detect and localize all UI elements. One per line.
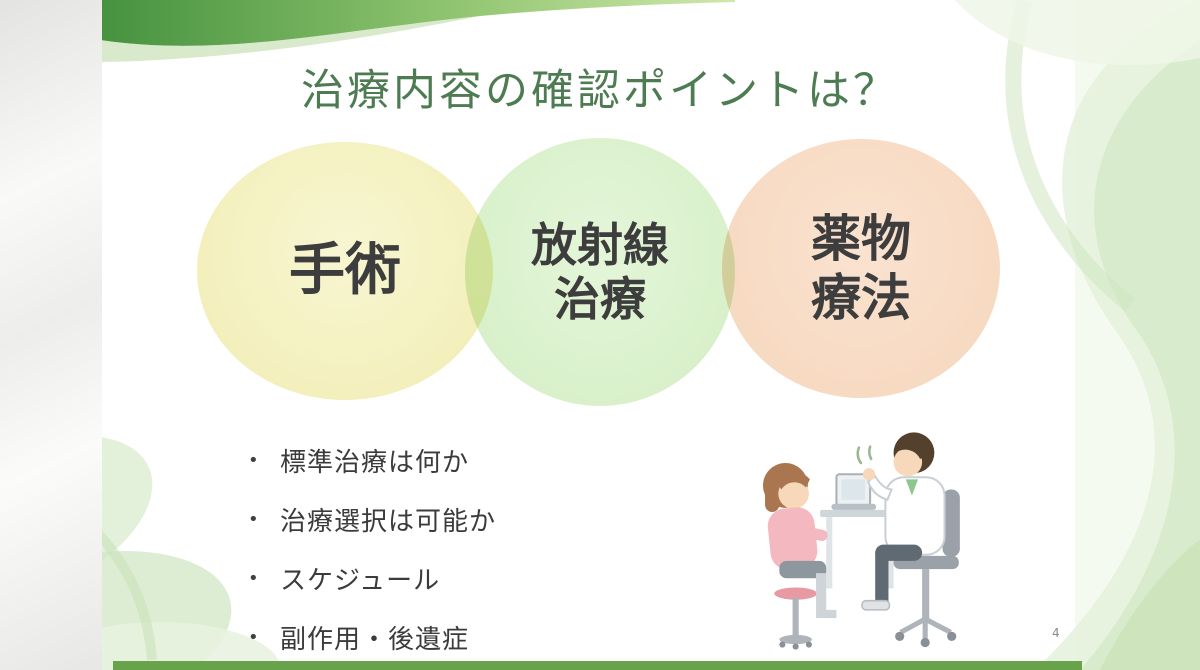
bullet-text-3: スケジュール	[280, 565, 441, 596]
bullet-marker: •	[248, 567, 259, 589]
stool	[774, 587, 818, 650]
circle-radiation: 放射線 治療	[465, 138, 735, 406]
circle-radiation-label-2: 治療	[554, 272, 646, 326]
circle-surgery-label: 手術	[289, 238, 401, 304]
circle-radiation-label-1: 放射線	[531, 217, 669, 272]
circle-drug-label-1: 薬物	[811, 209, 911, 268]
bullet-list: • 標準治療は何か • 治療選択は可能か • スケジュール • 副作用・後遺症	[248, 440, 496, 670]
bullet-marker: •	[248, 508, 259, 530]
patient	[763, 463, 837, 619]
circle-drug: 薬物 療法	[722, 139, 1000, 398]
bullet-item-2: • 治療選択は可能か	[248, 499, 496, 539]
slide-title: 治療内容の確認ポイントは？	[301, 66, 899, 116]
laptop-icon	[831, 473, 877, 510]
circle-drug-label-2: 療法	[811, 268, 911, 327]
bullet-text-2: 治療選択は可能か	[280, 506, 497, 537]
bullet-marker: •	[248, 449, 259, 471]
outer-margin-strip	[0, 0, 102, 670]
top-wave	[100, 0, 735, 62]
office-chair	[893, 489, 960, 648]
doctor	[856, 432, 946, 611]
right-wave-band	[955, 0, 1200, 670]
page-number: 4	[1052, 626, 1060, 640]
doctor-patient-illustration	[763, 432, 960, 650]
bullet-text-4: 副作用・後遺症	[280, 624, 470, 655]
bullet-item-1: • 標準治療は何か	[248, 440, 496, 480]
bullet-item-4: • 副作用・後遺症	[248, 617, 496, 657]
bullet-marker: •	[248, 626, 259, 648]
bullet-item-3: • スケジュール	[248, 558, 496, 598]
circle-surgery: 手術	[197, 142, 493, 400]
bullet-text-1: 標準治療は何か	[280, 447, 470, 478]
bottom-accent-bar	[113, 661, 1082, 670]
